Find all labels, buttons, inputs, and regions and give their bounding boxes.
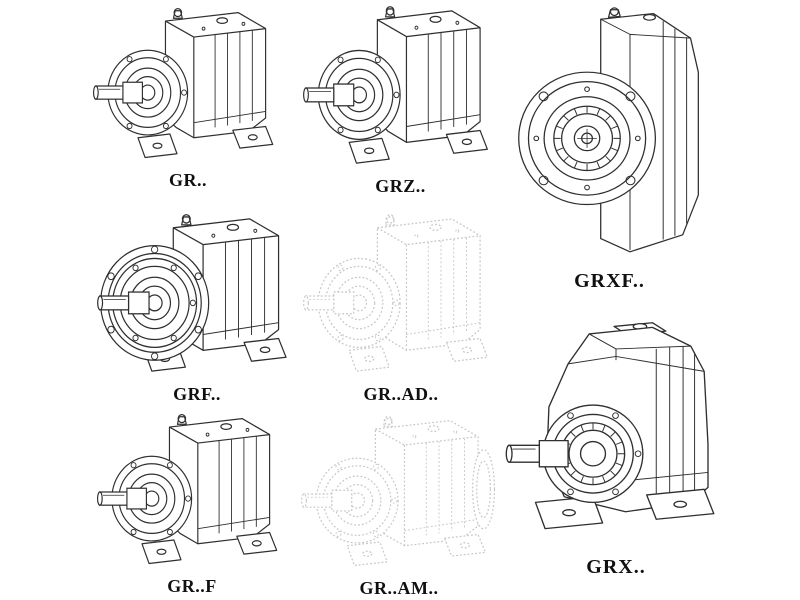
- model-label-gr-ad: GR..AD..: [363, 384, 439, 404]
- figure-grx: GRX..: [496, 304, 736, 579]
- model-label-gr: GR..: [169, 170, 207, 190]
- model-label-gr-am: GR..AM..: [359, 578, 439, 598]
- gearbox-drawing-grxf: [507, 6, 712, 266]
- figure-gr-am: GR..AM..: [294, 414, 504, 599]
- figure-gr-f: GR..F: [92, 412, 292, 597]
- model-label-grz: GRZ..: [375, 176, 426, 196]
- model-label-gr-f: GR..F: [167, 576, 217, 596]
- model-label-grx: GRX..: [586, 556, 646, 578]
- gearbox-drawing-grz: [301, 4, 501, 172]
- model-label-grxf: GRXF..: [574, 270, 645, 292]
- gearbox-drawing-grx: [501, 304, 731, 552]
- figure-grz: GRZ..: [298, 4, 503, 197]
- figure-gr-ad: GR..AD..: [296, 212, 506, 405]
- gearbox-drawing-gr-am: [299, 414, 499, 574]
- gearbox-drawing-grf: [95, 212, 300, 380]
- gearbox-drawing-gr-f: [95, 412, 290, 572]
- gearbox-drawing-gr: [91, 6, 286, 166]
- model-label-grf: GRF..: [173, 384, 221, 404]
- gearbox-drawing-gr-ad: [301, 212, 501, 380]
- figure-grf: GRF..: [92, 212, 302, 405]
- figure-gr: GR..: [88, 6, 288, 191]
- figure-grxf: GRXF..: [502, 6, 717, 293]
